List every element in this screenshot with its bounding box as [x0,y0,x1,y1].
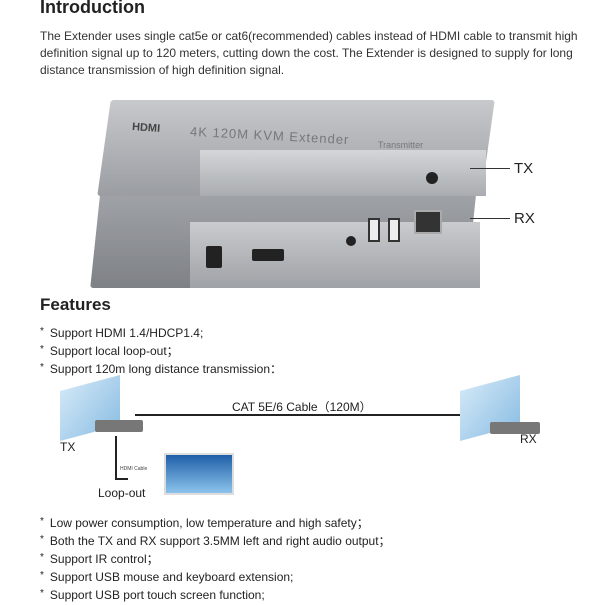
tx-leader-line [470,168,510,169]
usb-port [388,218,400,242]
feature-item: Low power consumption, low temperature a… [40,515,391,533]
cable-line [135,414,465,416]
features-list-bottom: Low power consumption, low temperature a… [40,515,391,605]
usb-port [368,218,380,242]
hdmi-cable-label: HDMI Cable [120,466,148,472]
rj45-port [414,210,442,234]
feature-item: Support local loop-out； [40,343,282,361]
monitor-icon [164,453,234,495]
feature-item: Both the TX and RX support 3.5MM left an… [40,533,391,551]
cable-label: CAT 5E/6 Cable（120M） [232,400,372,414]
product-unit: Transmitter [378,140,424,150]
feature-item: Support IR control； [40,551,391,569]
tx-label: TX [514,160,534,177]
power-port [206,246,222,268]
tx-device-icon [95,420,143,432]
diagram-tx-label: TX [60,440,76,454]
diagram-rx-label: RX [520,432,537,446]
hdmi-port [252,249,284,261]
feature-item: Support 120m long distance transmission： [40,361,282,379]
feature-item: Support USB mouse and keyboard extension… [40,569,391,587]
audio-port [346,236,356,246]
ir-port [426,172,438,184]
intro-title: Introduction [40,0,145,17]
loop-out-label: Loop-out [98,486,146,500]
product-brand: HDMI [131,121,161,135]
feature-item: Support USB port touch screen function; [40,587,391,605]
tx-front-panel [200,150,486,196]
rx-leader-line [470,218,510,219]
rx-device-icon [490,422,540,434]
intro-text: The Extender uses single cat5e or cat6(r… [40,29,578,77]
feature-item: Support HDMI 1.4/HDCP1.4; [40,325,282,343]
features-title: Features [40,295,111,314]
rx-label: RX [514,210,535,227]
features-list-top: Support HDMI 1.4/HDCP1.4; Support local … [40,325,282,379]
hdmi-cable-line [115,436,128,480]
